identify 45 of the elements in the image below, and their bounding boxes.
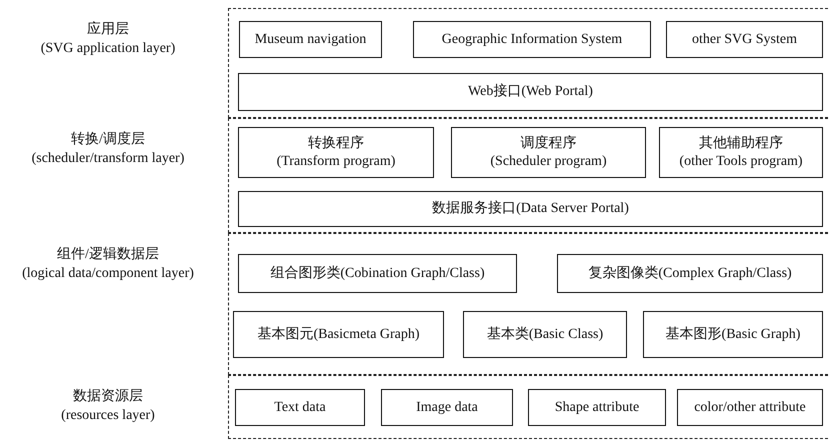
component-box xyxy=(643,311,823,358)
component-box xyxy=(238,73,823,111)
component-box xyxy=(413,21,651,58)
layer-label: (scheduler/transform layer) xyxy=(30,150,186,168)
box-text: 基本图形(Basic Graph) xyxy=(666,326,800,344)
layer-label: 数据资源层 xyxy=(72,388,144,406)
component-box xyxy=(451,127,646,178)
box-text: (Scheduler program) xyxy=(490,152,607,170)
component-box xyxy=(238,254,517,293)
box-text: 复杂图像类(Complex Graph/Class) xyxy=(588,264,792,282)
component-box xyxy=(238,127,434,178)
layer-label: 转换/调度层 xyxy=(70,130,146,149)
component-box xyxy=(528,389,666,426)
component-box xyxy=(666,21,823,58)
box-text: Shape attribute xyxy=(554,398,640,416)
component-box xyxy=(238,191,823,227)
component-box xyxy=(659,127,823,178)
box-text: Text data xyxy=(274,398,326,416)
box-text: (other Tools program) xyxy=(679,152,803,170)
box-text: other SVG System xyxy=(692,30,797,48)
box-text: Geographic Information System xyxy=(442,30,622,48)
component-box xyxy=(233,311,444,358)
box-text: 数据服务接口(Data Server Portal) xyxy=(432,200,629,218)
box-text: 转换程序 xyxy=(308,134,364,152)
layer-label: 应用层 xyxy=(86,20,130,39)
component-box xyxy=(463,311,627,358)
box-text: 基本图元(Basicmeta Graph) xyxy=(257,326,420,344)
component-box xyxy=(235,389,365,426)
box-text: color/other attribute xyxy=(694,398,806,416)
component-box xyxy=(239,21,382,58)
box-text: Image data xyxy=(416,398,478,416)
layer-label: 组件/逻辑数据层 xyxy=(56,246,160,264)
component-box xyxy=(677,389,823,426)
box-text: Web接口(Web Portal) xyxy=(468,83,593,101)
component-box xyxy=(557,254,823,293)
box-text: 调度程序 xyxy=(520,134,576,152)
box-text: Museum navigation xyxy=(254,30,366,48)
box-text: 组合图形类(Cobination Graph/Class) xyxy=(270,264,485,282)
component-box xyxy=(381,389,513,426)
layer-label: (logical data/component layer) xyxy=(21,265,195,283)
box-text: 基本类(Basic Class) xyxy=(486,326,604,344)
layer-label: (resources layer) xyxy=(60,407,156,425)
box-text: 其他辅助程序 xyxy=(699,134,783,152)
layer-label: (SVG application layer) xyxy=(40,40,176,58)
box-text: (Transform program) xyxy=(276,152,396,170)
